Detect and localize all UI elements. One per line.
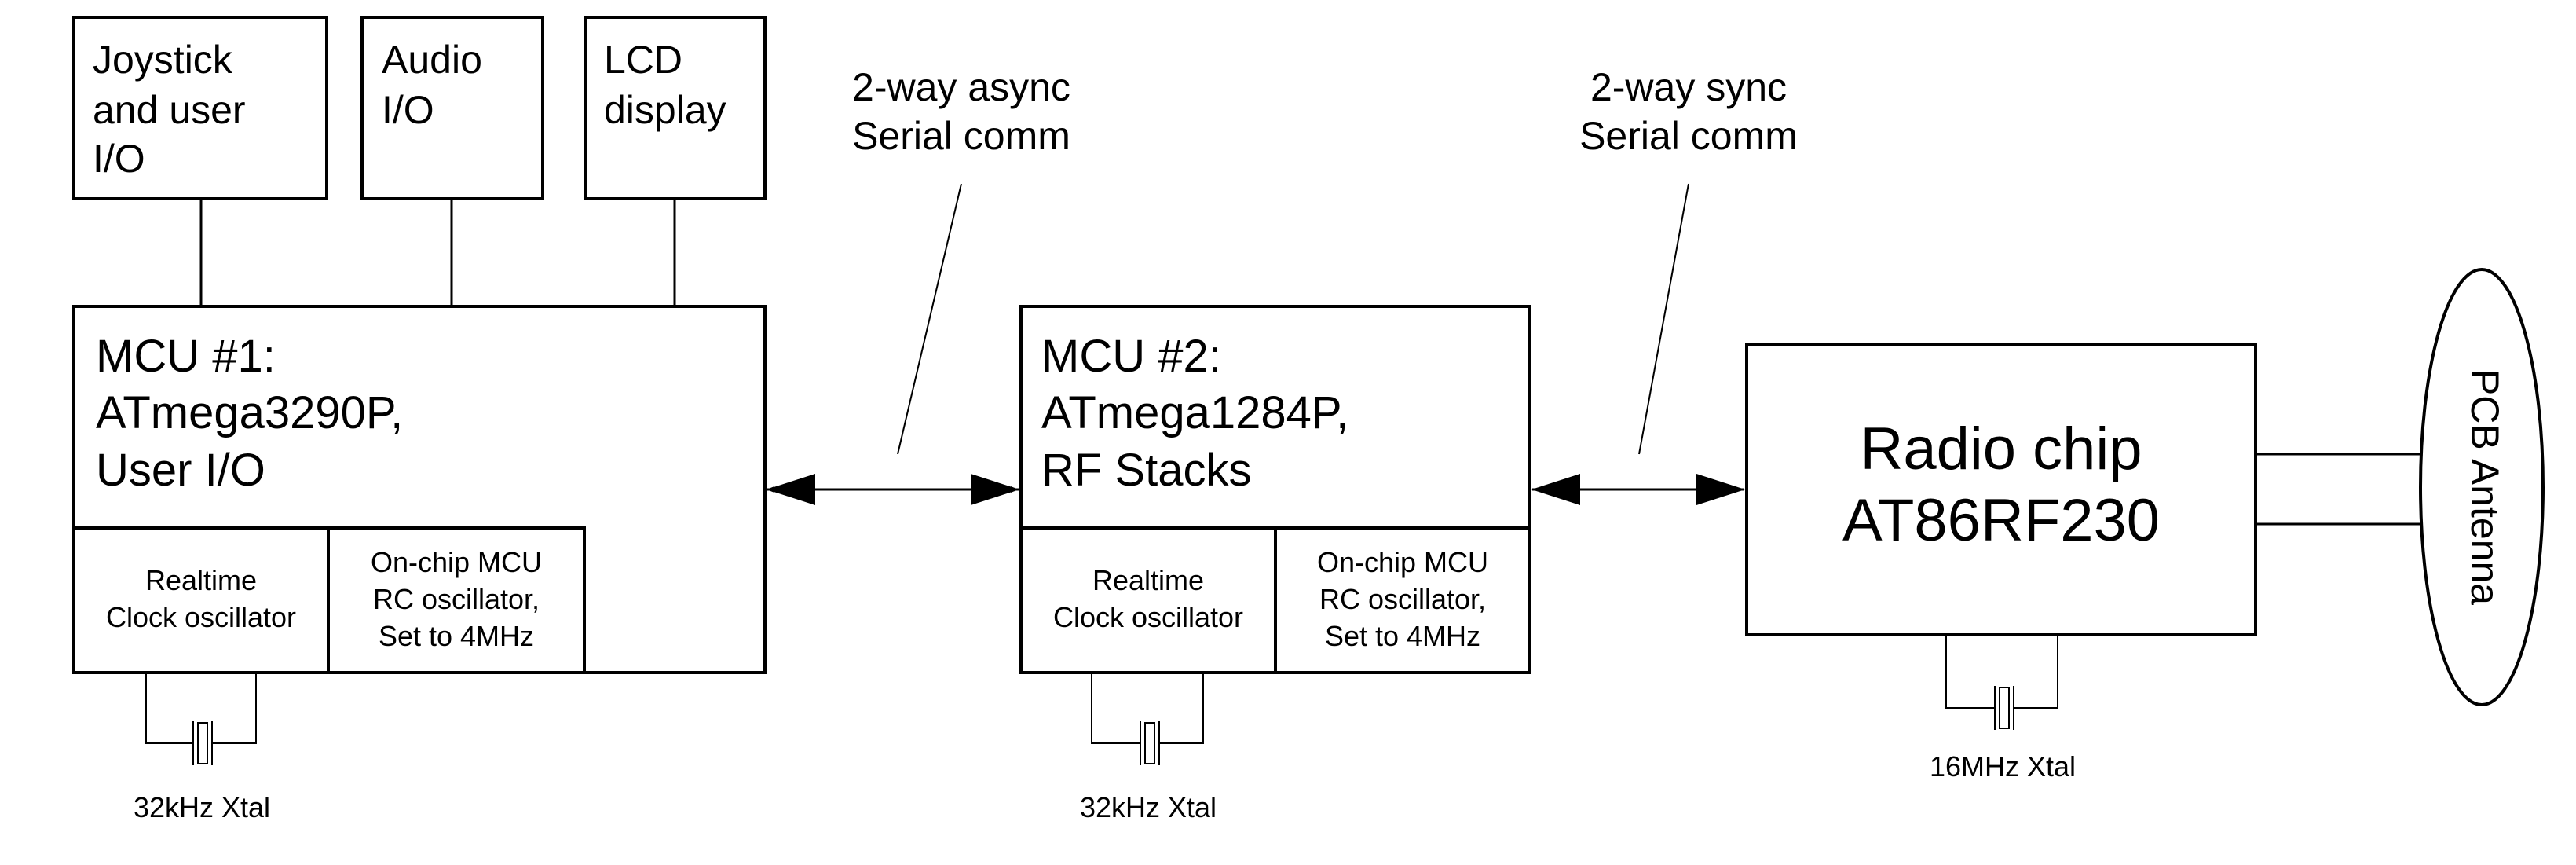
- radio-chip-box: Radio chip AT86RF230: [1745, 343, 2257, 636]
- mcu1-rc-label-1: On-chip MCU: [371, 546, 542, 578]
- sync-callout-line: [1638, 183, 1689, 455]
- sync-label-2: Serial comm: [1579, 114, 1798, 158]
- sync-label-1: 2-way sync: [1590, 65, 1787, 109]
- mcu2-label-1: MCU #2:: [1041, 331, 1221, 382]
- mcu1-rtc-box: [72, 526, 330, 674]
- async-arrowhead-left: [767, 474, 815, 505]
- mcu2-rc-label-2: RC oscillator,: [1319, 583, 1486, 615]
- async-callout-line: [897, 183, 962, 455]
- mcu1-rc-label-3: Set to 4MHz: [379, 620, 534, 652]
- mcu1-label-2: ATmega3290P,: [96, 387, 403, 438]
- sync-arrowhead-right: [1696, 474, 1745, 505]
- joystick-label-3: I/O: [93, 137, 145, 181]
- mcu2-rtc-label-1: Realtime: [1092, 564, 1204, 596]
- audio-box: Audio I/O: [360, 16, 544, 200]
- mcu1-label-3: User I/O: [96, 445, 265, 496]
- lcd-label-1: LCD: [604, 38, 682, 82]
- pcb-antenna: PCB Antenna: [2419, 268, 2545, 706]
- mcu2-box: MCU #2: ATmega1284P, RF Stacks Realtime …: [1019, 305, 1531, 674]
- radio-label-2: AT86RF230: [1842, 487, 2160, 554]
- mcu2-xtal-label: 32kHz Xtal: [1080, 791, 1217, 823]
- mcu2-rc-box: [1274, 526, 1531, 674]
- mcu1-rtc-label-2: Clock oscillator: [106, 601, 296, 633]
- joystick-label-1: Joystick: [93, 38, 233, 82]
- sync-arrowhead-left: [1531, 474, 1580, 505]
- mcu2-crystal: 32kHz Xtal: [1080, 673, 1217, 823]
- mcu2-rtc-box: [1019, 526, 1277, 674]
- radio-crystal: 16MHz Xtal: [1930, 635, 2076, 783]
- mcu2-rtc-label-2: Clock oscillator: [1053, 601, 1243, 633]
- async-label-1: 2-way async: [852, 65, 1070, 109]
- async-label-2: Serial comm: [852, 114, 1070, 158]
- audio-label-1: Audio: [382, 38, 482, 82]
- mcu1-rtc-label-1: Realtime: [145, 564, 257, 596]
- lcd-label-2: display: [604, 88, 726, 132]
- async-arrowhead-right: [971, 474, 1019, 505]
- mcu2-rc-label-1: On-chip MCU: [1317, 546, 1488, 578]
- joystick-box: Joystick and user I/O: [72, 16, 328, 200]
- mcu1-rc-box: [327, 526, 586, 674]
- lcd-box: LCD display: [584, 16, 767, 200]
- mcu2-label-3: RF Stacks: [1041, 445, 1252, 496]
- mcu1-crystal: 32kHz Xtal: [134, 673, 270, 823]
- joystick-label-2: and user: [93, 88, 246, 132]
- mcu1-rc-label-2: RC oscillator,: [373, 583, 540, 615]
- mcu1-xtal-label: 32kHz Xtal: [134, 791, 270, 823]
- mcu1-label-1: MCU #1:: [96, 331, 276, 382]
- antenna-label: PCB Antenna: [2463, 369, 2507, 605]
- radio-label-1: Radio chip: [1860, 416, 2142, 482]
- mcu2-rc-label-3: Set to 4MHz: [1325, 620, 1480, 652]
- audio-label-2: I/O: [382, 88, 434, 132]
- radio-xtal-label: 16MHz Xtal: [1930, 750, 2076, 783]
- mcu1-box: MCU #1: ATmega3290P, User I/O Realtime C…: [72, 305, 767, 674]
- mcu2-label-2: ATmega1284P,: [1041, 387, 1348, 438]
